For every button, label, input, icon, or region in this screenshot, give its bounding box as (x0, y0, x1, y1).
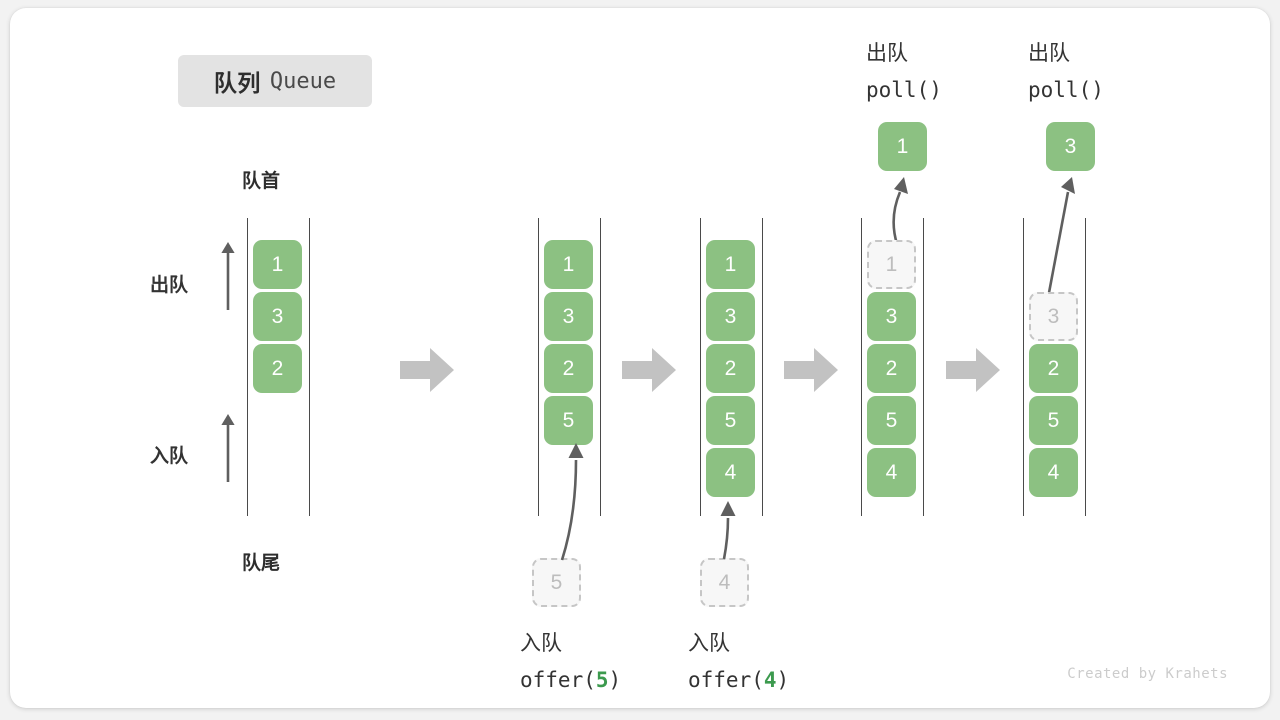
enqueue-side-label: 入队 (150, 446, 189, 467)
rail-right (600, 218, 601, 516)
incoming-ghost-box: 4 (700, 558, 749, 607)
queue-cell: 5 (867, 396, 916, 445)
rail-left (247, 218, 248, 516)
step-arrow-icon (400, 348, 454, 392)
queue-cell: 5 (706, 396, 755, 445)
popped-item-box: 3 (1046, 122, 1095, 171)
caption-poll-3: 出队 poll() (1028, 36, 1104, 108)
queue-cell: 2 (867, 344, 916, 393)
queue-cell: 3 (544, 292, 593, 341)
queue-cell: 3 (706, 292, 755, 341)
rail-left (538, 218, 539, 516)
rail-right (1085, 218, 1086, 516)
queue-cell: 5 (544, 396, 593, 445)
queue-column-after-poll-1: 1 3 2 5 4 (861, 218, 924, 516)
rail-right (762, 218, 763, 516)
queue-cell-ghost: 1 (867, 240, 916, 289)
enqueue-motion-arrow-icon (560, 443, 584, 561)
rail-right (309, 218, 310, 516)
head-label: 队首 (242, 171, 281, 192)
caption-code: offer(4) (688, 662, 789, 698)
title-cn: 队列 (213, 70, 261, 96)
caption-offer-4: 入队 offer(4) (688, 626, 789, 698)
rail-left (861, 218, 862, 516)
title-en: Queue (269, 68, 337, 94)
caption-poll-1: 出队 poll() (866, 36, 942, 108)
step-arrow-icon (784, 348, 838, 392)
caption-cn: 入队 (688, 632, 730, 655)
queue-column-after-offer-4: 1 3 2 5 4 (700, 218, 763, 516)
queue-cell-ghost: 3 (1029, 292, 1078, 341)
incoming-ghost-box: 5 (532, 558, 581, 607)
caption-fn: offer( (688, 668, 764, 692)
caption-offer-5: 入队 offer(5) (520, 626, 621, 698)
caption-arg: 4 (763, 668, 777, 692)
queue-column-after-offer-5: 1 3 2 5 (538, 218, 601, 516)
queue-cell: 1 (706, 240, 755, 289)
caption-code: offer(5) (520, 662, 621, 698)
rail-right (923, 218, 924, 516)
diagram-card: 队列 Queue 队首 队尾 出队 入队 1 3 2 (10, 8, 1270, 708)
enqueue-up-arrow-icon (221, 414, 235, 482)
queue-cell: 4 (867, 448, 916, 497)
enqueue-motion-arrow-icon (720, 501, 736, 560)
dequeue-up-arrow-icon (221, 242, 235, 310)
queue-cell: 4 (1029, 448, 1078, 497)
queue-cell: 1 (253, 240, 302, 289)
queue-cell: 3 (253, 292, 302, 341)
caption-arg: 5 (595, 668, 609, 692)
queue-cell: 5 (1029, 396, 1078, 445)
tail-label: 队尾 (242, 553, 281, 574)
queue-cell: 3 (867, 292, 916, 341)
caption-cn: 入队 (520, 632, 562, 655)
queue-column-after-poll-3: 3 2 5 4 (1023, 218, 1086, 516)
rail-left (1023, 218, 1024, 516)
rail-left (700, 218, 701, 516)
queue-column-initial: 1 3 2 (247, 218, 310, 516)
caption-cn: 出队 (866, 42, 908, 65)
queue-cell: 2 (253, 344, 302, 393)
popped-item-box: 1 (878, 122, 927, 171)
step-arrow-icon (946, 348, 1000, 392)
dequeue-side-label: 出队 (150, 275, 189, 296)
queue-cell: 4 (706, 448, 755, 497)
caption-close: ) (776, 668, 790, 692)
caption-code: poll() (1028, 78, 1104, 102)
queue-cell: 2 (544, 344, 593, 393)
caption-cn: 出队 (1028, 42, 1070, 65)
title-chip: 队列 Queue (178, 55, 372, 107)
queue-cell: 2 (706, 344, 755, 393)
caption-code: poll() (866, 78, 942, 102)
step-arrow-icon (622, 348, 676, 392)
caption-close: ) (608, 668, 622, 692)
dequeue-motion-arrow-icon (1046, 177, 1075, 299)
queue-cell: 1 (544, 240, 593, 289)
dequeue-motion-arrow-icon (892, 177, 908, 245)
caption-fn: offer( (520, 668, 596, 692)
queue-cell: 2 (1029, 344, 1078, 393)
watermark: Created by Krahets (1067, 666, 1228, 682)
